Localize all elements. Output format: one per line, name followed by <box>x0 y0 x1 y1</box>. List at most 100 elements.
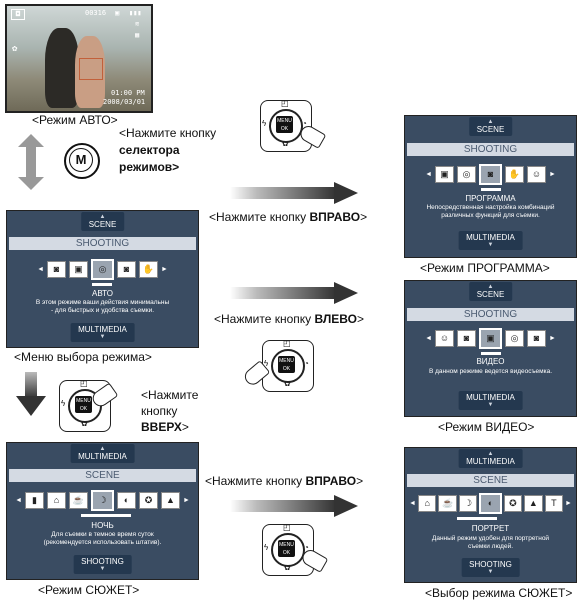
menu-title-bar: SCENE <box>9 469 196 482</box>
auto-mode-icon[interactable]: ◎ <box>457 165 476 183</box>
scene-icon[interactable]: ⌂ <box>417 494 437 512</box>
night-scene-screen: ▲MULTIMEDIA SCENE ◄ ▮ ⌂ ☕ ☽ ◐ ✪ ▲ ► НОЧЬ… <box>6 442 199 580</box>
text-scene-icon[interactable]: T <box>544 494 564 512</box>
scene-icon[interactable]: ☕ <box>69 491 88 509</box>
left-arrow-icon[interactable]: ◄ <box>425 170 432 178</box>
selection-underline <box>457 517 497 520</box>
up-down-arrow <box>18 134 44 190</box>
scene-icons-row: ◄ ⌂ ☕ ☽ ◐ ✪ ▲ T ► <box>409 492 572 514</box>
mode-menu-screen: ▲SCENE SHOOTING ◄ ◙ ▣ ◎ ◙ ✋ ► АВТО В это… <box>6 210 199 348</box>
dis-mode-icon[interactable]: ◙ <box>117 260 136 278</box>
left-arrow-icon[interactable]: ◄ <box>37 265 44 273</box>
dis-mode-icon[interactable]: ◙ <box>527 329 546 347</box>
video-mode-icon[interactable]: ▣ <box>435 165 454 183</box>
mode-icons-row: ◄ ☺ ◙ ▣ ◎ ◙ ► <box>409 327 572 349</box>
shot-counter: 00316 <box>85 9 107 17</box>
right-arrow-icon[interactable]: ► <box>183 496 190 504</box>
menu-top-tab[interactable]: ▲SCENE <box>468 117 513 136</box>
portrait-scene-screen: ▲MULTIMEDIA SCENE ◄ ⌂ ☕ ☽ ◐ ✪ ▲ T ► ПОРТ… <box>404 447 577 583</box>
portrait-icon[interactable]: ☺ <box>435 329 454 347</box>
right-arrow-icon[interactable]: ► <box>565 499 572 507</box>
lcd-time: 01:00 PM <box>111 89 145 97</box>
mode-name: ВИДЕО <box>476 357 505 366</box>
left-arrow <box>230 282 358 304</box>
card-icon: ▣ <box>115 9 120 17</box>
portrait-scene-icon[interactable]: ◐ <box>117 491 136 509</box>
landscape-icon[interactable]: ▲ <box>161 491 180 509</box>
auto-mode-icon[interactable]: ◎ <box>505 329 524 347</box>
camera-lcd-preview: ◘ 00316 ▣ ▮▮▮ ≋ ▦ ✿ 01:00 PM 2008/03/01 <box>5 4 153 113</box>
mode-icons-row: ◄ ▣ ◎ ◙ ✋ ☺ ► <box>409 163 572 185</box>
scene-icon[interactable]: ✪ <box>139 491 158 509</box>
mode-name: АВТО <box>92 289 113 298</box>
mode-description-2: различных функций для съемки. <box>441 212 540 219</box>
mode-description-1: Данный режим удобен для портретной <box>431 535 550 542</box>
mode-menu-caption: <Меню выбора режима> <box>14 350 152 364</box>
program-screen: ▲SCENE SHOOTING ◄ ▣ ◎ ◙ ✋ ☺ ► ПРОГРАММА … <box>404 115 577 258</box>
menu-top-tab[interactable]: ▲MULTIMEDIA <box>70 444 135 463</box>
mode-button-label: M <box>69 148 93 172</box>
scene-icon[interactable]: ⌂ <box>47 491 66 509</box>
auto-mode-caption: <Режим АВТО> <box>32 113 118 127</box>
selection-underline <box>481 352 501 355</box>
menu-bottom-tab[interactable]: MULTIMEDIA▼ <box>458 231 523 250</box>
mode-description-1: В этом режиме ваши действия минимальны <box>35 299 170 306</box>
selection-underline <box>481 188 501 191</box>
press-right-caption-1: <Нажмите кнопку ВПРАВО> <box>209 210 368 224</box>
program-mode-icon[interactable]: ◙ <box>457 329 476 347</box>
press-right-caption-2: <Нажмите кнопку ВПРАВО> <box>205 474 364 488</box>
press-left-caption: <Нажмите кнопку ВЛЕВО> <box>214 312 364 326</box>
menu-title-bar: SHOOTING <box>407 143 574 156</box>
right-arrow-icon[interactable]: ► <box>549 334 556 342</box>
photo-help-icon[interactable]: ✋ <box>139 260 158 278</box>
menu-bottom-tab[interactable]: SHOOTING▼ <box>73 555 132 574</box>
night-scene-icon[interactable]: ☽ <box>458 494 478 512</box>
menu-bottom-tab[interactable]: SHOOTING▼ <box>461 558 520 577</box>
mode-description-1: В данном режиме ведется видеосъемка. <box>428 368 553 375</box>
video-mode-icon[interactable]: ▣ <box>479 327 502 349</box>
night-scene-icon[interactable]: ☽ <box>91 489 114 511</box>
menu-bottom-tab[interactable]: MULTIMEDIA▼ <box>70 323 135 342</box>
menu-title-bar: SHOOTING <box>9 237 196 250</box>
macro-icon: ✿ <box>12 44 18 54</box>
right-arrow-2 <box>230 495 358 517</box>
left-arrow-icon[interactable]: ◄ <box>409 499 416 507</box>
program-mode-icon[interactable]: ◙ <box>47 260 66 278</box>
portrait-icon[interactable]: ☺ <box>527 165 546 183</box>
left-arrow-icon[interactable]: ◄ <box>425 334 432 342</box>
mode-button[interactable]: M <box>64 143 100 179</box>
selection-underline <box>81 514 131 517</box>
stabilizer-icon: ≋ <box>135 20 140 28</box>
program-caption: <Режим ПРОГРАММА> <box>420 261 550 275</box>
scene-icon[interactable]: ☕ <box>438 494 457 512</box>
program-mode-icon[interactable]: ◙ <box>479 163 502 185</box>
photo-help-icon[interactable]: ✋ <box>505 165 524 183</box>
right-arrow-1 <box>230 182 358 204</box>
mode-description-2: (рекомендуется использовать штатив). <box>43 539 162 546</box>
menu-top-tab[interactable]: ▲SCENE <box>468 282 513 301</box>
menu-top-tab[interactable]: ▲SCENE <box>80 212 125 231</box>
scene-icons-row: ◄ ▮ ⌂ ☕ ☽ ◐ ✪ ▲ ► <box>11 489 194 511</box>
portrait-scene-icon[interactable]: ◐ <box>479 492 502 514</box>
video-mode-icon[interactable]: ▣ <box>69 260 88 278</box>
menu-bottom-tab[interactable]: MULTIMEDIA▼ <box>458 391 523 410</box>
landscape-icon[interactable]: ▲ <box>524 494 543 512</box>
scene-icon[interactable]: ✪ <box>503 494 523 512</box>
mode-description-1: Для съемки в темное время суток <box>51 531 154 538</box>
right-arrow-icon[interactable]: ► <box>161 265 168 273</box>
lcd-date: 2008/03/01 <box>103 98 146 106</box>
right-arrow-icon[interactable]: ► <box>549 170 556 178</box>
left-arrow-icon[interactable]: ◄ <box>15 496 22 504</box>
auto-mode-icon[interactable]: ◎ <box>91 258 114 280</box>
video-caption: <Режим ВИДЕО> <box>438 420 535 434</box>
scene-icon[interactable]: ▮ <box>25 491 44 509</box>
menu-top-tab[interactable]: ▲MULTIMEDIA <box>458 449 523 468</box>
scene-mode-caption: <Режим СЮЖЕТ> <box>38 583 140 597</box>
focus-frame <box>79 58 103 80</box>
